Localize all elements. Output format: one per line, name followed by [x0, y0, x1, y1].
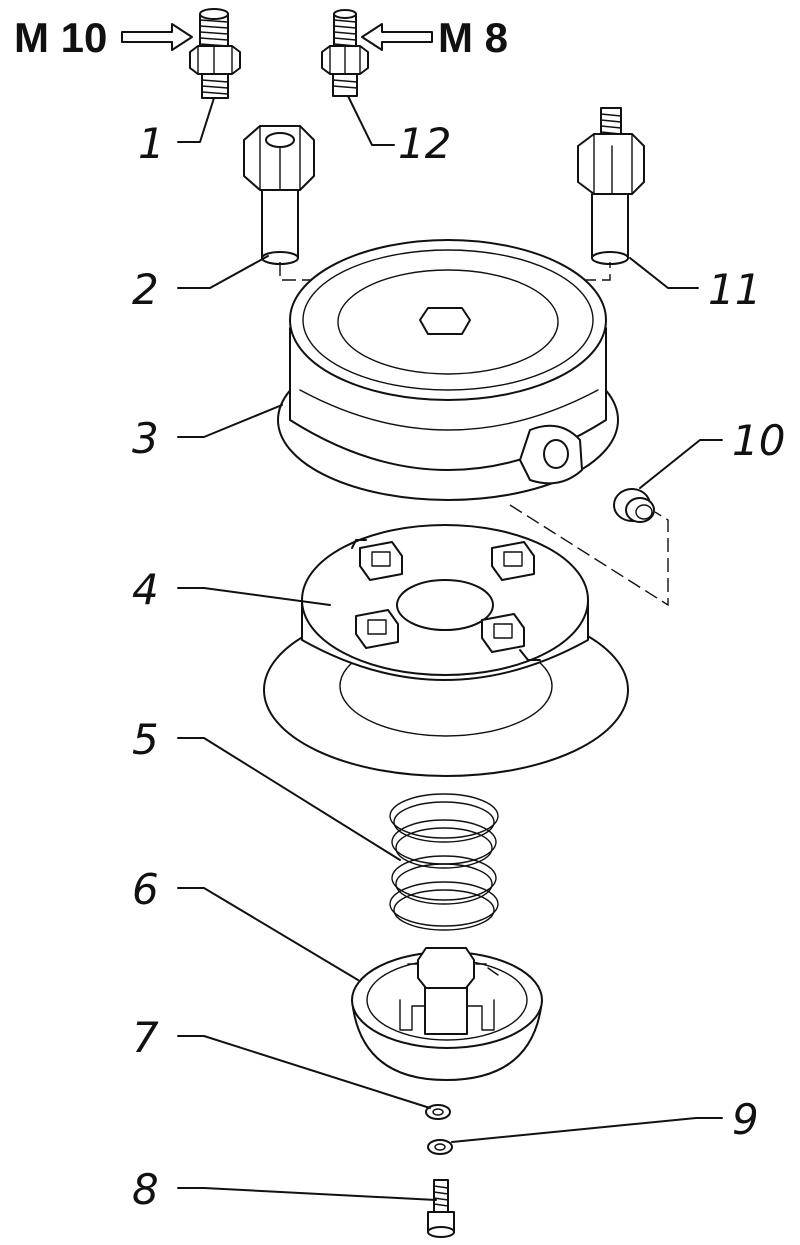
arrow-left-icon [361, 23, 433, 51]
callout-11: 11 [708, 265, 761, 314]
thread-label-m8: M 8 [438, 14, 508, 61]
callout-12: 12 [398, 119, 451, 168]
part-7-washer [425, 1104, 451, 1120]
part-8-screw [427, 1179, 455, 1238]
callout-3: 3 [132, 414, 159, 463]
callout-8: 8 [132, 1165, 159, 1214]
callout-6: 6 [132, 865, 159, 914]
callout-7: 7 [132, 1013, 159, 1062]
callout-10: 10 [732, 416, 785, 465]
part-9-lock-washer [427, 1139, 453, 1155]
part-2-hex-bolt [243, 125, 315, 265]
part-10-plug [613, 488, 655, 523]
callout-4: 4 [132, 565, 159, 614]
part-3-housing [277, 239, 619, 501]
callout-5: 5 [132, 715, 159, 764]
part-12-m8-adapter [321, 9, 369, 97]
part-1-m10-adapter [189, 8, 241, 99]
callout-2: 2 [132, 265, 159, 314]
part-5-spring [389, 793, 499, 931]
part-4-spool [263, 524, 629, 777]
part-11-hex-stud [577, 107, 645, 265]
part-6-bump-knob [351, 947, 543, 1081]
callout-1: 1 [138, 119, 165, 168]
leader-lines [177, 95, 723, 1201]
callout-9: 9 [732, 1095, 759, 1144]
arrow-right-icon [121, 23, 193, 51]
thread-label-m10: M 10 [14, 14, 107, 61]
